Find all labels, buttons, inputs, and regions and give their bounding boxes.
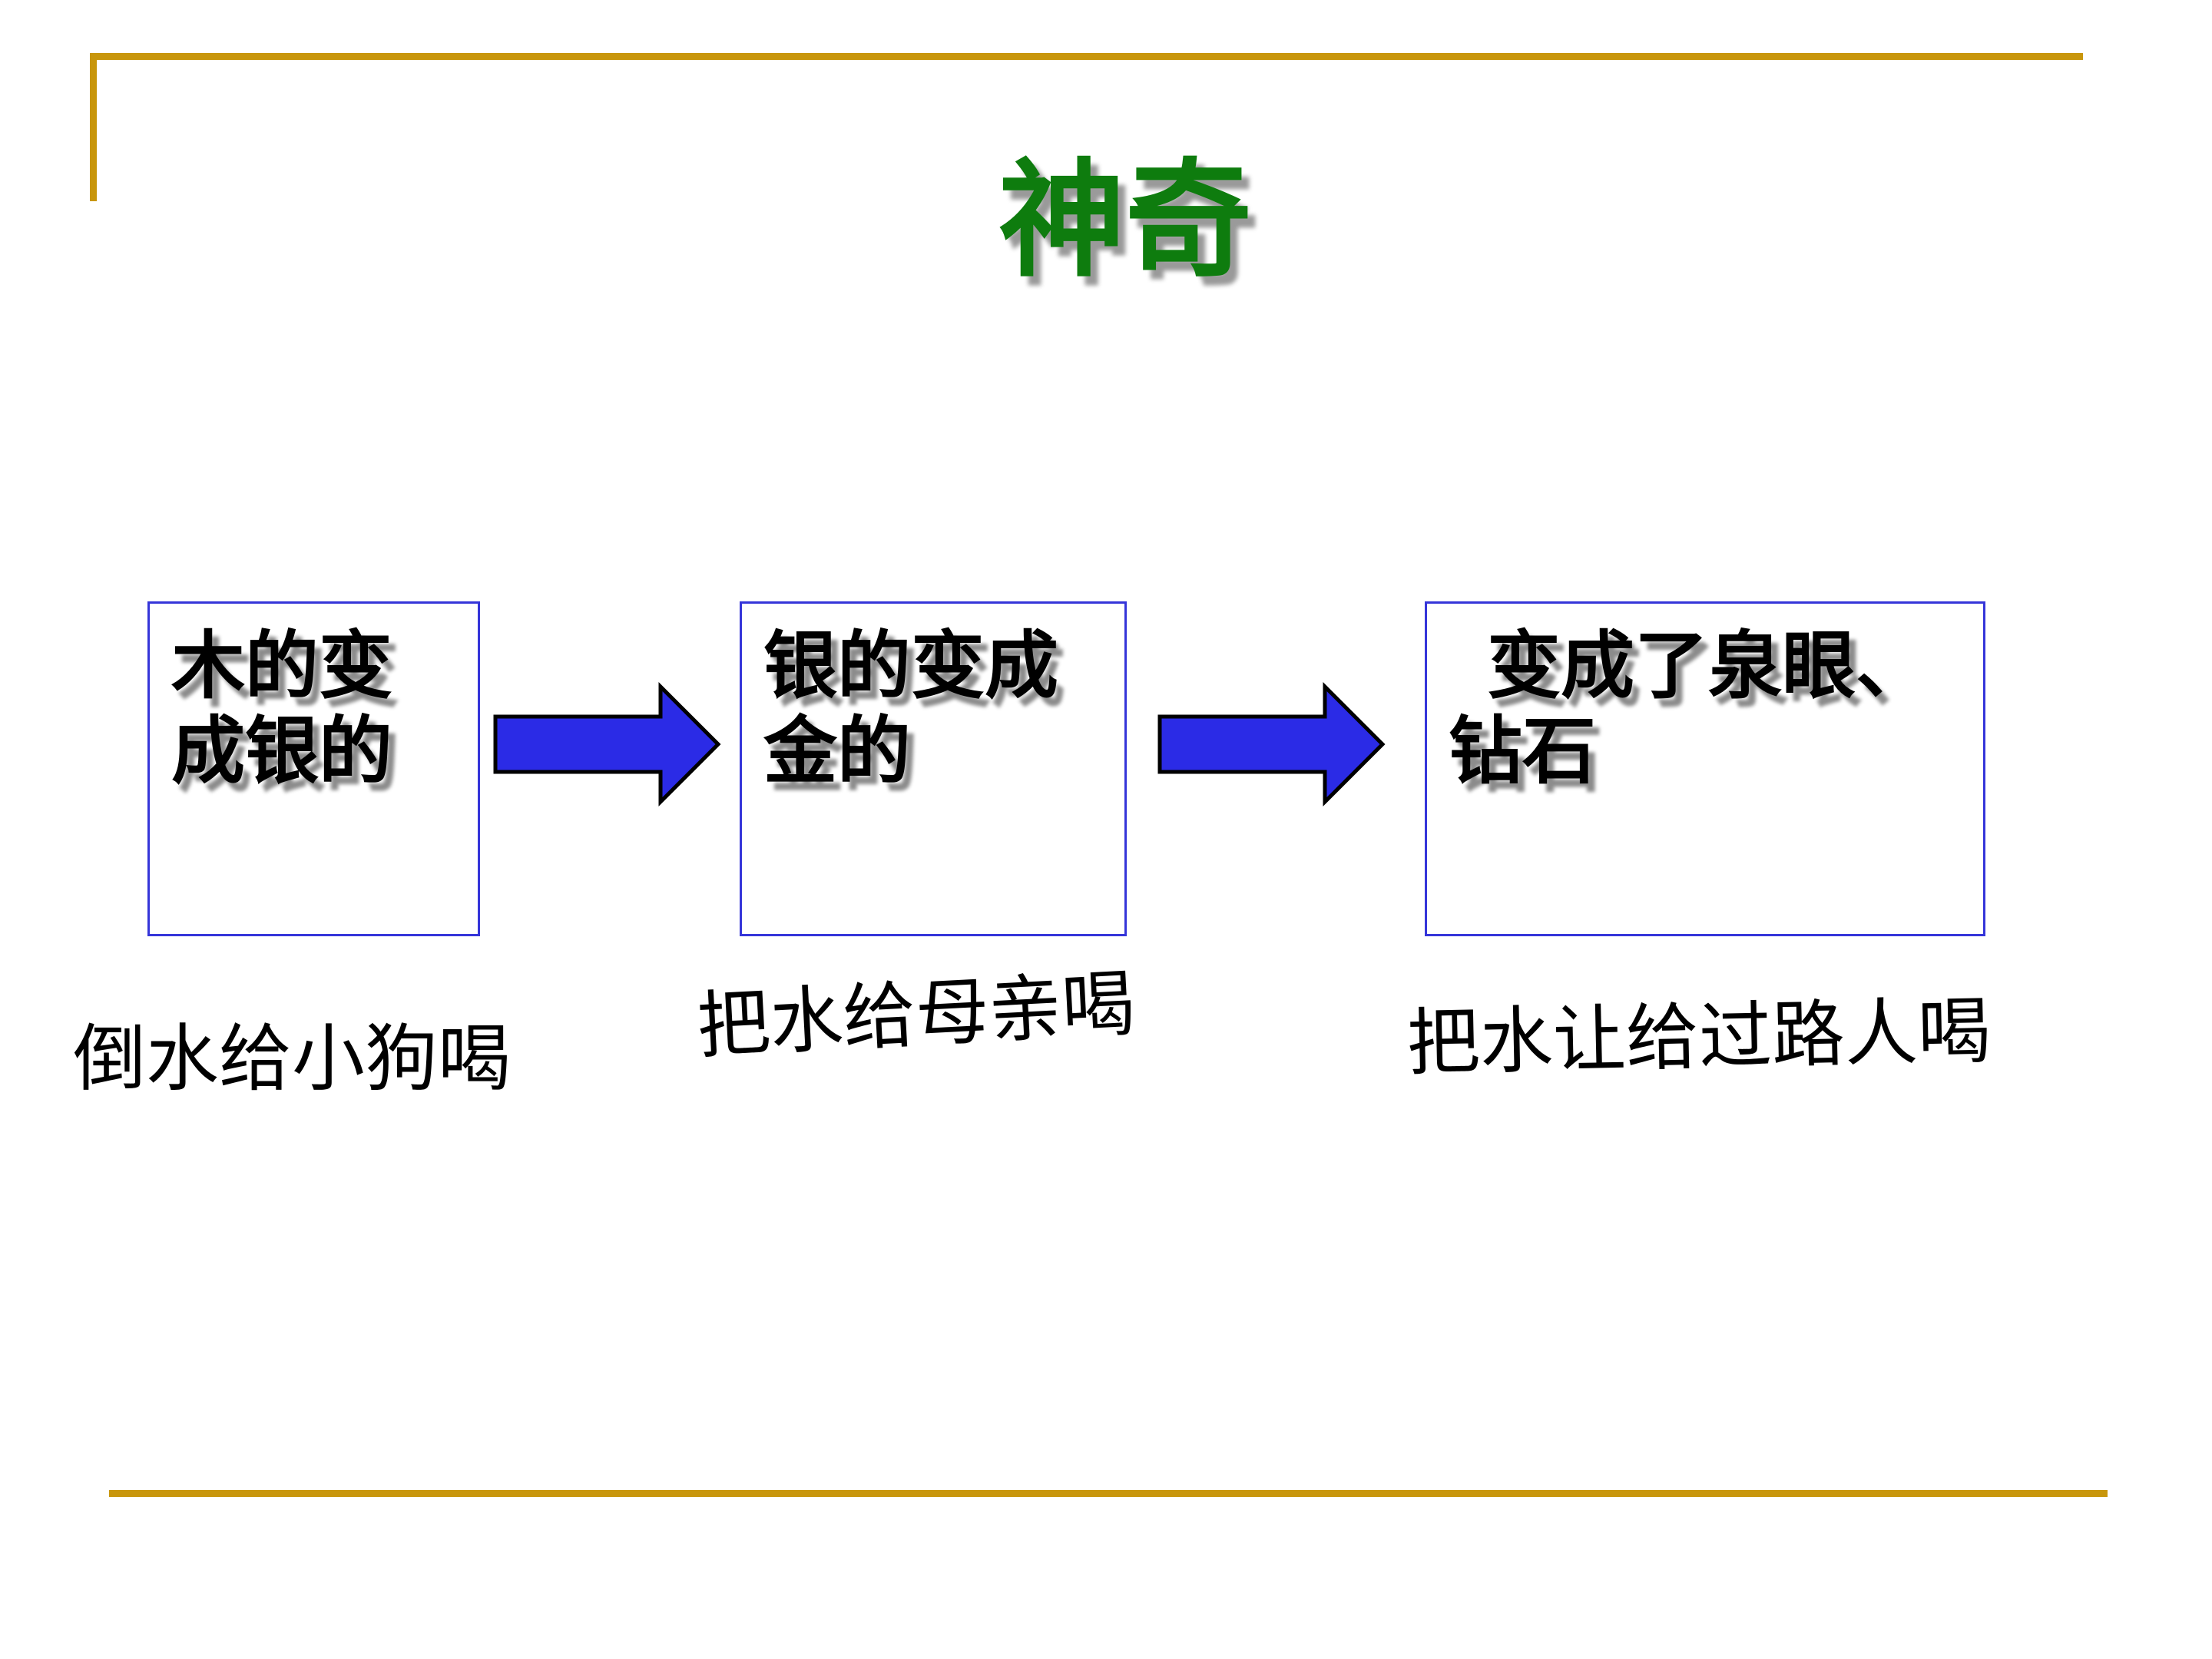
slide-title: 神奇 <box>998 151 1252 292</box>
caption-give-water-to-mother: 把水给母亲喝 <box>695 963 1137 1068</box>
flow-box-silver-to-gold: 银的变成 金的 <box>740 601 1127 936</box>
box3-line2: 钻石 <box>1449 710 1596 793</box>
right-arrow-icon-1 <box>493 681 721 807</box>
box1-line1: 木的变 <box>171 625 392 707</box>
box3-line1: 变成了泉眼、 <box>1487 625 1929 707</box>
top-gold-rule <box>90 53 2083 60</box>
box1-line2: 成银的 <box>171 710 392 793</box>
box2-line2: 金的 <box>763 710 911 793</box>
flow-box-spring-diamond: 变成了泉眼、 钻石 <box>1425 601 1985 936</box>
caption-give-water-to-passerby: 把水让给过路人喝 <box>1406 991 1992 1084</box>
flow-box-wood-to-silver: 木的变 成银的 <box>147 601 480 936</box>
left-gold-rule <box>90 53 97 201</box>
bottom-gold-rule <box>109 1490 2108 1497</box>
box2-line1: 银的变成 <box>763 625 1058 707</box>
caption-pour-water-for-puppy: 倒水给小狗喝 <box>73 1018 512 1100</box>
right-arrow-icon-2 <box>1157 681 1386 807</box>
